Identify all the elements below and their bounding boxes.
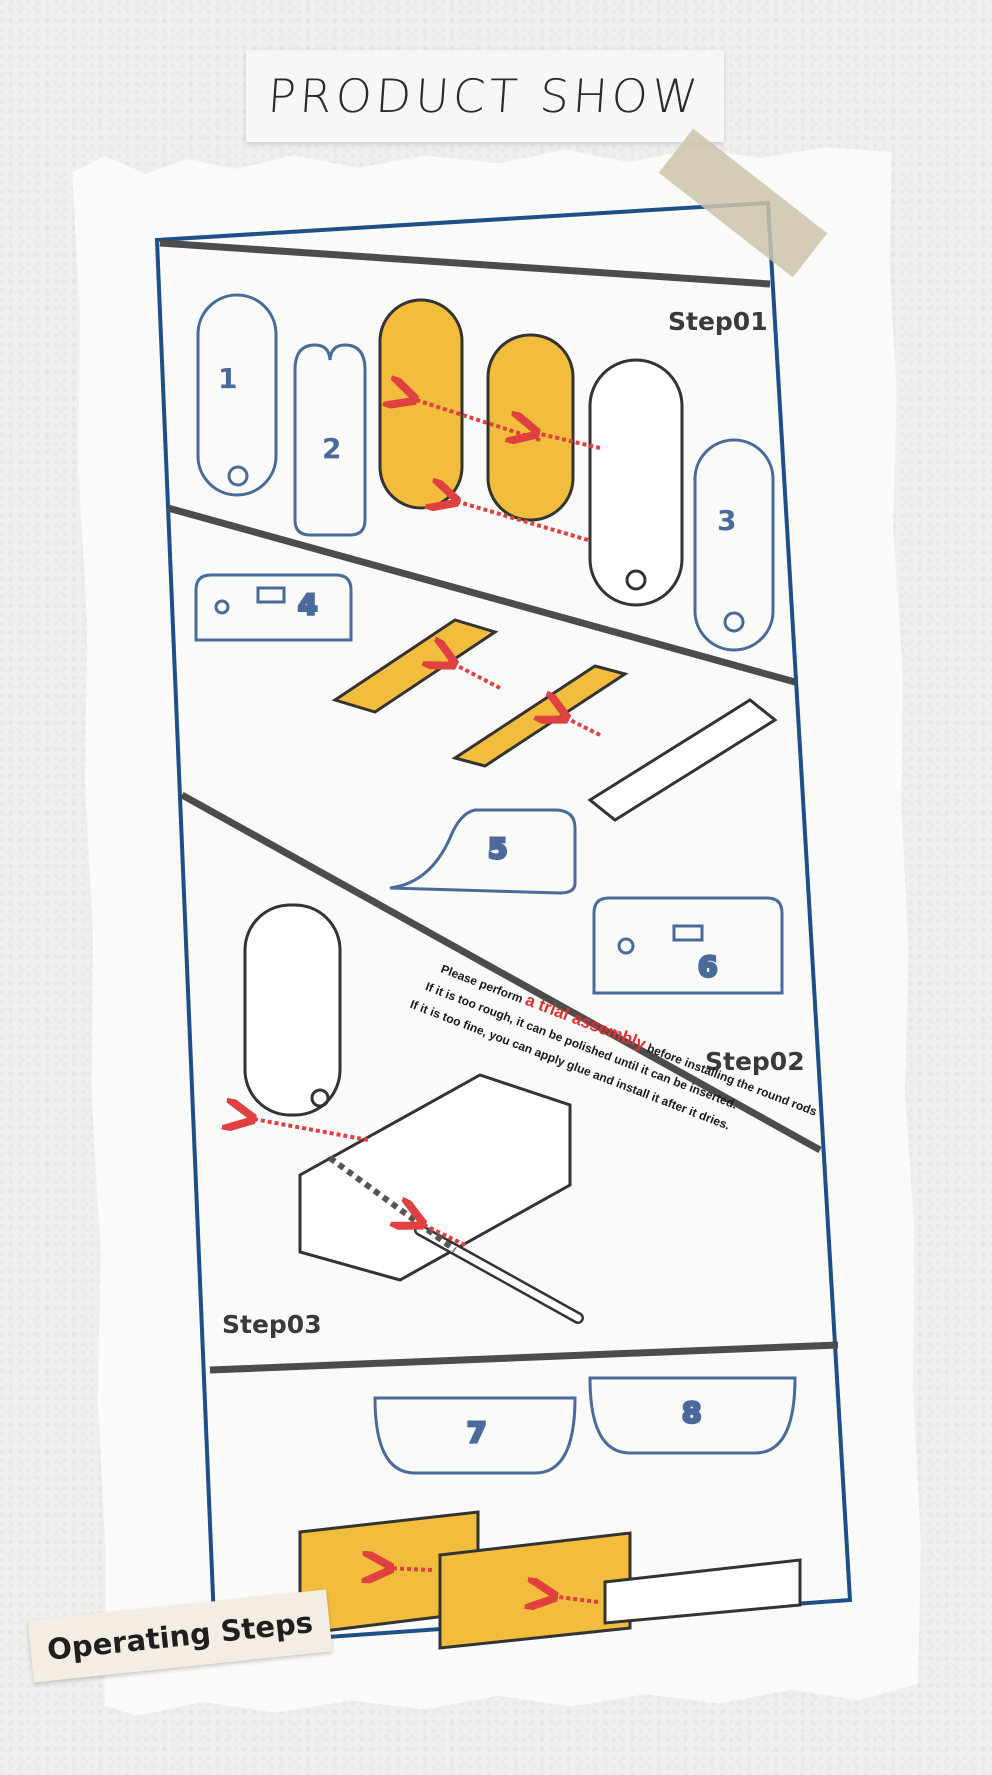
part-6-outline: [592, 896, 784, 995]
step3-assembly: [245, 903, 584, 1324]
part-number-5: 5: [488, 832, 507, 865]
part-number-8: 8: [682, 1396, 701, 1429]
part-number-1: 1: [218, 362, 237, 395]
step2-assembly: [331, 618, 778, 822]
step1-parts: 1 2 3: [196, 293, 775, 652]
part-number-6: 6: [698, 950, 717, 983]
section-dividers: [159, 239, 839, 1374]
step1-label: Step01: [668, 307, 768, 336]
step4-parts: 7 8: [373, 1376, 797, 1475]
step1-assembly: [378, 298, 684, 607]
part-3-outline: [693, 438, 775, 652]
part-5-outline: [389, 808, 577, 895]
part-7-outline: [373, 1396, 577, 1475]
part-number-2: 2: [322, 432, 341, 465]
title-tag: PRODUCT SHOW: [246, 50, 724, 142]
step3-label: Step03: [222, 1310, 322, 1339]
step2-label: Step02: [705, 1047, 805, 1076]
diagram-frame: [154, 200, 853, 1648]
part-number-7: 7: [467, 1416, 486, 1449]
step2-parts: 4 5 6: [194, 573, 784, 995]
part-8-outline: [588, 1376, 797, 1455]
part-2-outline: [293, 343, 367, 537]
part-number-3: 3: [717, 504, 736, 537]
part-number-4: 4: [298, 588, 317, 621]
part-4-outline: [194, 573, 353, 642]
part-1-outline: [196, 293, 278, 497]
step4-assembly: [298, 1510, 802, 1650]
